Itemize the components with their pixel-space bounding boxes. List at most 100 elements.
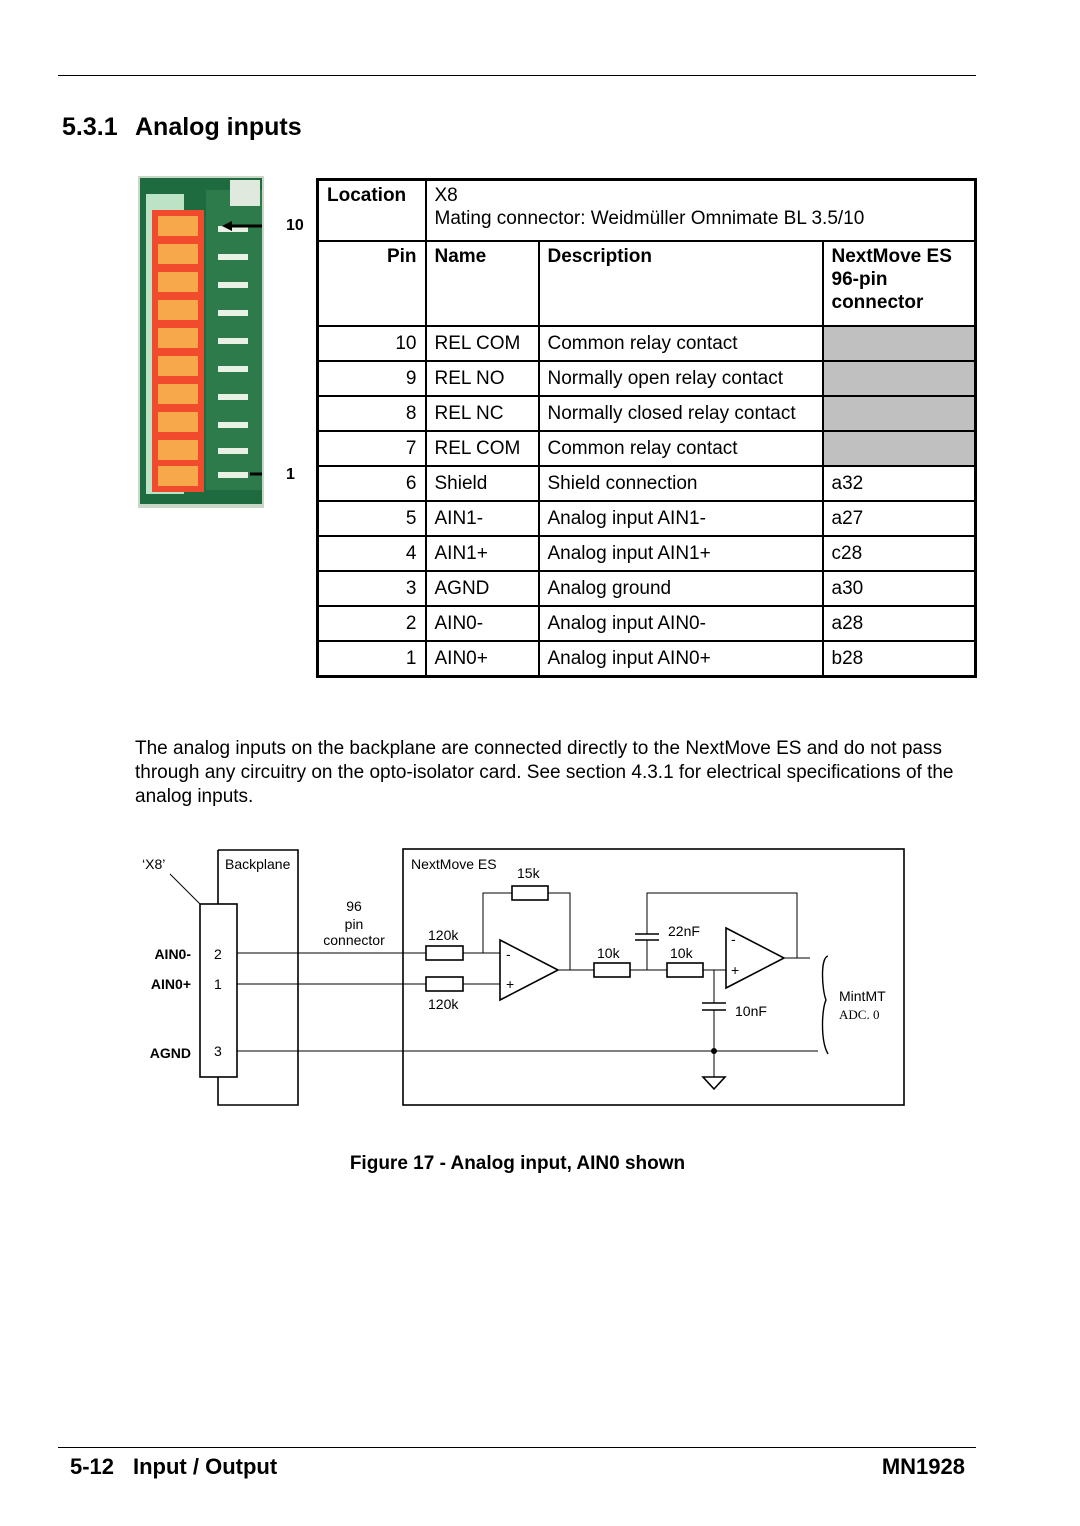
cell-connector [821,360,977,397]
connector-label-96: 96 [346,898,362,914]
location-label: Location [316,178,427,242]
r-filter-2-label: 10k [670,945,694,961]
figure-caption: Figure 17 - Analog input, AIN0 shown [349,1153,686,1174]
cell-description: Analog ground [537,570,824,607]
r-filter-1-label: 10k [597,945,621,961]
cell-description: Normally closed relay contact [537,395,824,432]
backplane-label: Backplane [225,856,291,872]
header-connector: NextMove ES 96-pin connector [821,240,977,327]
cell-connector [821,325,977,362]
c-feedback-label: 22nF [668,923,700,939]
cell-connector: a27 [821,500,977,537]
pin-10-callout: 10 [286,217,304,234]
location-value-cell: X8 Mating connector: Weidmüller Omnimate… [424,178,977,242]
header-pin: Pin [316,240,427,327]
cell-description: Analog input AIN0+ [537,640,824,678]
cell-connector: a30 [821,570,977,607]
footer-doc-id: MN1928 [881,1454,965,1479]
footer-rule [58,1447,976,1448]
output-label-adc: ADC. 0 [839,1007,879,1022]
cell-pin: 9 [316,360,427,397]
opamp2-minus: - [731,931,736,947]
location-row: Location X8 Mating connector: Weidmüller… [316,178,977,242]
header-name: Name [424,240,540,327]
r-in-bottom-label: 120k [428,996,459,1012]
cell-pin: 5 [316,500,427,537]
cell-connector: a32 [821,465,977,502]
r-in-top-label: 120k [428,927,459,943]
cell-description: Normally open relay contact [537,360,824,397]
section-title: Analog inputs [135,113,302,141]
cell-description: Shield connection [537,465,824,502]
cell-pin: 10 [316,325,427,362]
header-description: Description [537,240,824,327]
cell-pin: 6 [316,465,427,502]
section-number: 5.3.1 [62,113,118,141]
cell-name: AIN1- [424,500,540,537]
cell-name: AIN0+ [424,640,540,678]
cell-description: Common relay contact [537,430,824,467]
header-row: Pin Name Description NextMove ES 96-pin … [316,240,977,327]
cell-pin: 2 [316,605,427,642]
footer-chapter: Input / Output [133,1454,278,1479]
pin-1-label: 1 [214,976,222,992]
cell-pin: 8 [316,395,427,432]
analog-input-circuit-diagram: ‘X8’ Backplane NextMove ES 96 pin connec… [142,848,905,1106]
connector-label-pin: pin [345,916,364,932]
location-value: X8 [434,185,458,206]
cell-connector: c28 [821,535,977,572]
output-label-mintmt: MintMT [839,988,886,1004]
cell-pin: 4 [316,535,427,572]
pin-1-callout: 1 [286,466,295,483]
mating-connector: Mating connector: Weidmüller Omnimate BL… [434,208,865,229]
signal-ain0-minus: AIN0- [154,946,191,962]
pin-3-label: 3 [214,1043,222,1059]
footer-left: 5-12 Input / Output [70,1454,277,1480]
connector-label-connector: connector [323,932,385,948]
cell-name: AGND [424,570,540,607]
cell-description: Analog input AIN1+ [537,535,824,572]
pin-2-label: 2 [214,946,222,962]
cell-pin: 1 [316,640,427,678]
cell-name: AIN0- [424,605,540,642]
cell-name: REL NC [424,395,540,432]
header-rule [58,75,976,76]
cell-name: AIN1+ [424,535,540,572]
cell-connector [821,395,977,432]
cell-description: Analog input AIN0- [537,605,824,642]
body-paragraph: The analog inputs on the backplane are c… [135,738,954,807]
opamp2-plus: + [731,962,739,978]
footer-page-number: 5-12 [70,1454,115,1479]
cell-name: REL COM [424,325,540,362]
cell-connector: b28 [821,640,977,678]
opamp1-plus: + [506,976,514,992]
signal-agnd: AGND [150,1045,191,1061]
signal-ain0-plus: AIN0+ [151,976,191,992]
cell-connector: a28 [821,605,977,642]
x8-label: ‘X8’ [142,856,165,872]
nextmove-label: NextMove ES [411,856,497,872]
section-heading: 5.3.1 Analog inputs [62,113,302,142]
r-feedback-label: 15k [517,865,541,881]
pinout-table: Location X8 Mating connector: Weidmüller… [316,178,977,678]
cell-pin: 3 [316,570,427,607]
c-ground-label: 10nF [735,1003,767,1019]
cell-description: Analog input AIN1- [537,500,824,537]
connector-photo [138,176,264,508]
cell-pin: 7 [316,430,427,467]
cell-name: REL COM [424,430,540,467]
cell-description: Common relay contact [537,325,824,362]
opamp1-minus: - [506,946,511,962]
cell-name: Shield [424,465,540,502]
cell-connector [821,430,977,467]
